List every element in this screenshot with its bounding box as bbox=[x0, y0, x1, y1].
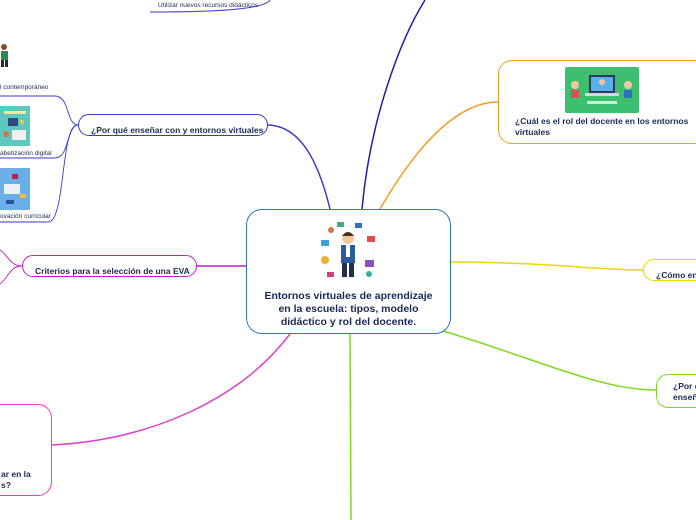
central-topic-title: Entornos virtuales de aprendizaje en la … bbox=[255, 290, 442, 329]
why-green-line-2: enseñ bbox=[673, 392, 696, 402]
central-title-line-2: en la escuela: tipos, modelo bbox=[278, 303, 419, 315]
topic-why-teach-label: ¿Por qué enseñar con y entornos virtuale… bbox=[91, 125, 264, 135]
teacher-role-line-1: ¿Cuál es el rol del docente en los entor… bbox=[515, 116, 689, 126]
central-title-line-3: didáctico y rol del docente. bbox=[280, 316, 417, 328]
branch-criteria-in bbox=[0, 249, 23, 267]
online-class-icon bbox=[565, 67, 639, 113]
topic-pink-label: ar en la s? bbox=[1, 469, 31, 491]
why-green-line-1: ¿Por c bbox=[673, 381, 696, 391]
branch-green-down bbox=[349, 333, 352, 520]
topic-how-label: ¿Cómo ens bbox=[656, 270, 696, 280]
topic-pink[interactable]: ar en la s? bbox=[0, 404, 52, 496]
topic-teacher-role[interactable]: ¿Cuál es el rol del docente en los entor… bbox=[498, 60, 696, 144]
topic-how[interactable]: ¿Cómo ens bbox=[643, 259, 696, 281]
pink-line-1: ar en la bbox=[1, 469, 31, 479]
branch-how bbox=[450, 261, 644, 271]
branch-top-note bbox=[149, 0, 271, 13]
person-icon bbox=[0, 42, 10, 68]
topic-why-green-label: ¿Por c enseñ bbox=[673, 381, 696, 403]
subtopic-digital-literacy[interactable]: abetización digital bbox=[0, 150, 52, 157]
topic-teacher-role-label: ¿Cuál es el rol del docente en los entor… bbox=[515, 116, 695, 138]
teacher-illustration-icon bbox=[317, 218, 379, 284]
central-topic[interactable]: Entornos virtuales de aprendizaje en la … bbox=[246, 209, 451, 334]
branch-criteria-in2 bbox=[0, 265, 23, 285]
topic-criteria-label: Criterios para la selección de una EVA bbox=[35, 266, 190, 276]
branch-teacher-role bbox=[379, 101, 499, 210]
branch-pink bbox=[51, 333, 291, 446]
topic-why-green[interactable]: ¿Por c enseñ bbox=[656, 374, 696, 408]
branch-navy-up bbox=[361, 0, 426, 210]
topic-criteria[interactable]: Criterios para la selección de una EVA bbox=[22, 255, 197, 277]
branch-why-teach bbox=[267, 124, 331, 210]
branch-why-green bbox=[439, 329, 657, 391]
branch-why-sub3 bbox=[0, 124, 79, 223]
teacher-role-line-2: virtuales bbox=[515, 127, 550, 137]
subtopic-top-note[interactable]: Utilizar nuevos recursos didácticos bbox=[158, 2, 259, 9]
curricular-innovation-icon bbox=[0, 168, 30, 210]
subtopic-curricular-innovation[interactable]: ovación curricular bbox=[0, 213, 51, 220]
subtopic-contemporary[interactable]: l contemporáneo bbox=[0, 84, 49, 91]
branch-why-sub1 bbox=[0, 95, 79, 126]
pink-line-2: s? bbox=[1, 480, 11, 490]
digital-literacy-icon bbox=[0, 106, 30, 146]
central-title-line-1: Entornos virtuales de aprendizaje bbox=[264, 290, 433, 302]
topic-why-teach[interactable]: ¿Por qué enseñar con y entornos virtuale… bbox=[78, 114, 268, 136]
